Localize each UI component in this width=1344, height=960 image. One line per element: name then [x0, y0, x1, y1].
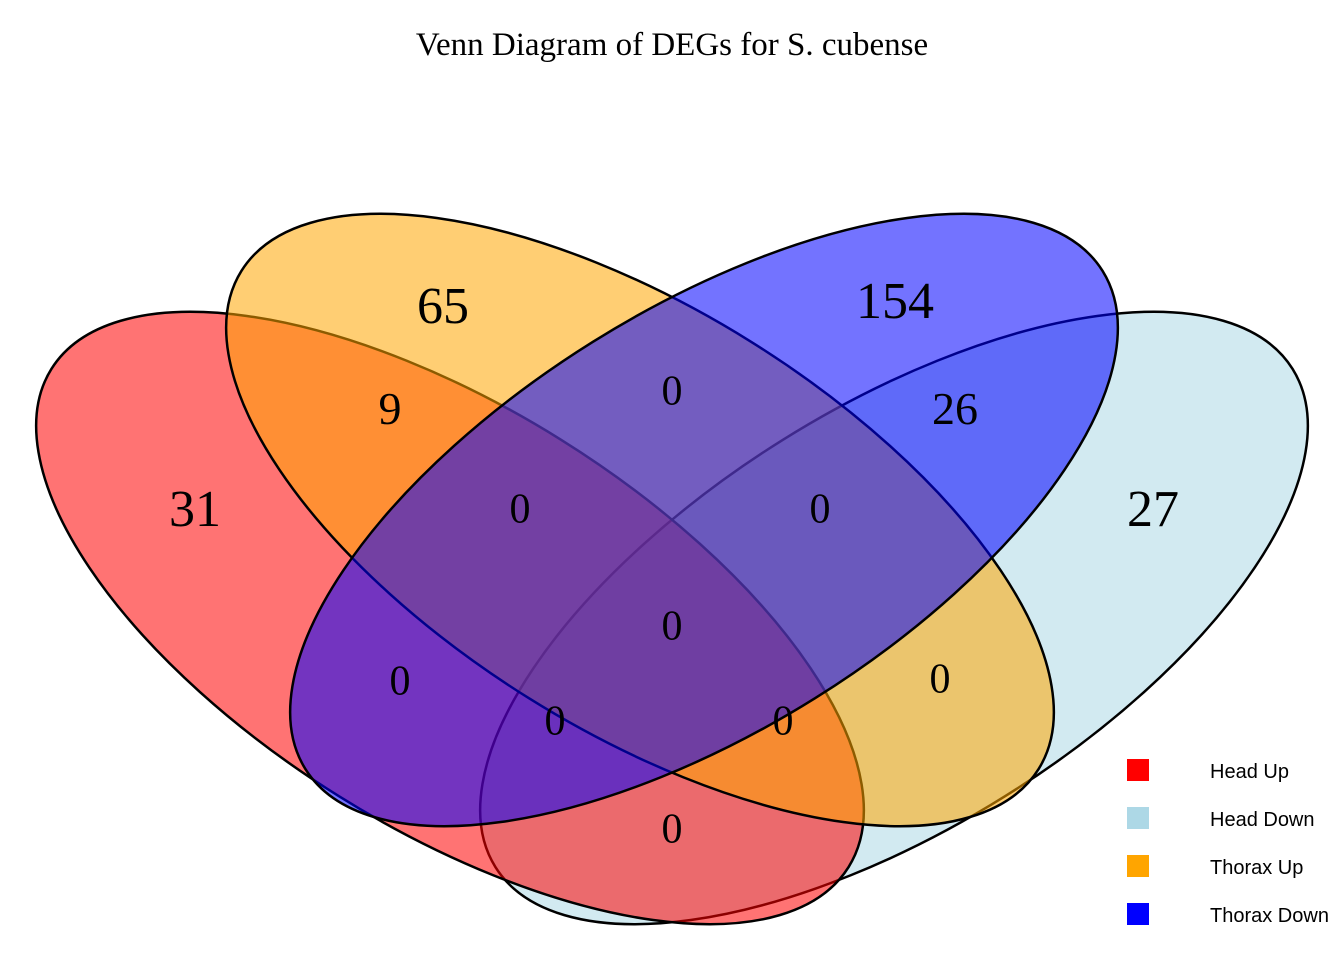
count-thorax-down-only: 154	[856, 273, 934, 330]
count-all-four: 0	[662, 604, 683, 650]
count-head-down-only: 27	[1127, 481, 1179, 538]
legend-label-head-up: Head Up	[1210, 761, 1289, 783]
count-thoraxdown-headdown: 26	[932, 383, 978, 434]
count-headup-thoraxdown: 0	[390, 659, 411, 705]
legend-item-head-up: Head Up	[1127, 759, 1289, 783]
legend-item-head-down: Head Down	[1127, 807, 1315, 831]
legend-swatch-head-up	[1127, 759, 1149, 781]
legend-swatch-head-down	[1127, 807, 1149, 829]
venn-ellipses	[34, 212, 1310, 926]
venn-region-counts: 31 65 154 27 9 0 26 0 0 0 0 0 0 0 0	[169, 273, 1179, 853]
count-thoraxup-thoraxdown-headdown: 0	[810, 487, 831, 533]
legend: Head Up Head Down Thorax Up Thorax Down	[1127, 759, 1329, 927]
count-thoraxup-headdown: 0	[930, 657, 951, 703]
count-headup-thoraxup-thoraxdown: 0	[510, 487, 531, 533]
legend-item-thorax-up: Thorax Up	[1127, 855, 1303, 879]
legend-swatch-thorax-up	[1127, 855, 1149, 877]
legend-label-head-down: Head Down	[1210, 809, 1315, 831]
count-headup-thoraxup-headdown: 0	[773, 699, 794, 745]
legend-item-thorax-down: Thorax Down	[1127, 903, 1329, 927]
count-headup-thoraxup: 9	[379, 383, 402, 434]
count-headup-headdown: 0	[662, 807, 683, 853]
ellipse-thorax-down	[288, 212, 1120, 828]
count-head-up-only: 31	[169, 481, 221, 538]
count-headup-thoraxdown-headdown: 0	[545, 699, 566, 745]
chart-title: Venn Diagram of DEGs for S. cubense	[416, 27, 928, 63]
count-thorax-up-only: 65	[417, 278, 469, 335]
legend-label-thorax-down: Thorax Down	[1210, 905, 1329, 927]
count-thoraxup-thoraxdown: 0	[662, 369, 683, 415]
legend-label-thorax-up: Thorax Up	[1210, 857, 1303, 879]
legend-swatch-thorax-down	[1127, 903, 1149, 925]
